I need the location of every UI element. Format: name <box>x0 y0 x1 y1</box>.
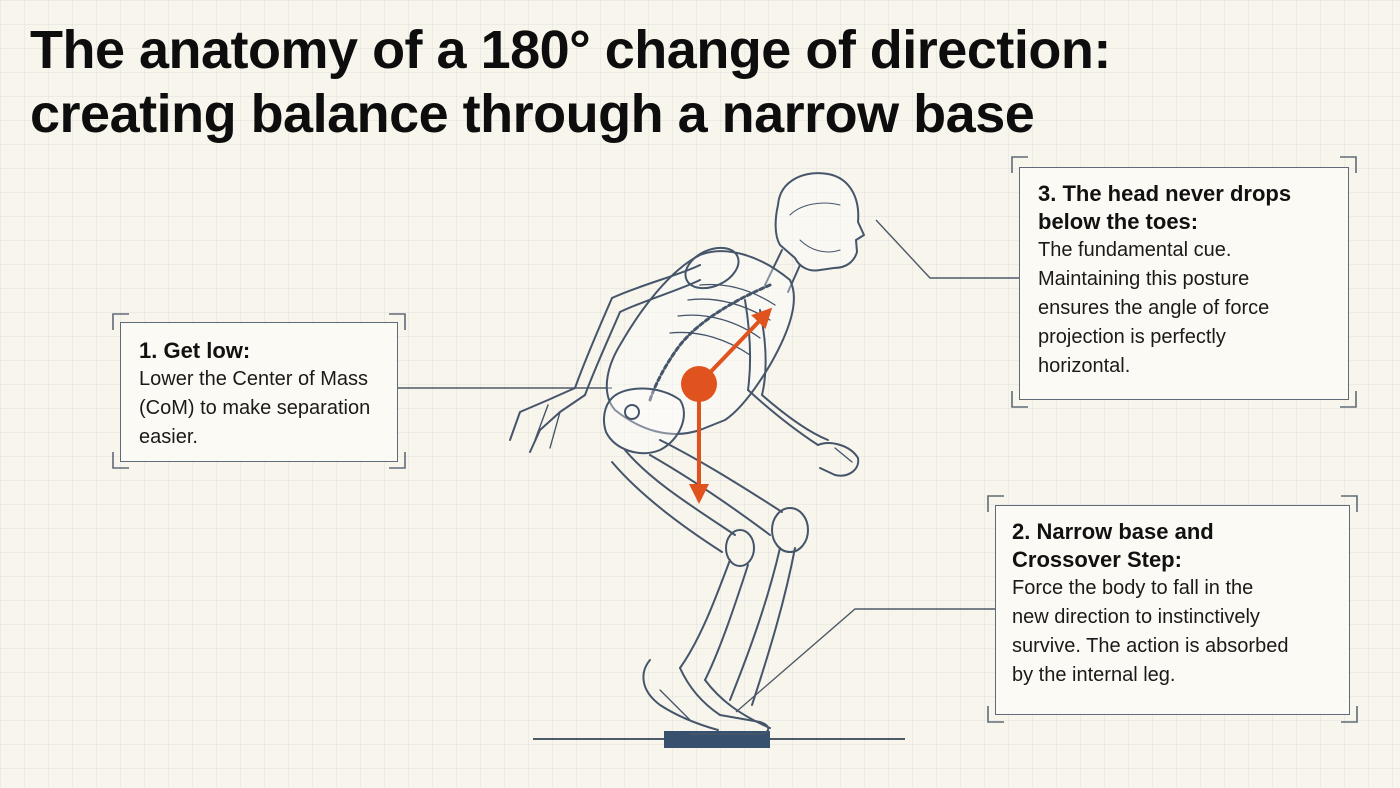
base-plate <box>664 731 770 748</box>
title-line-1: The anatomy of a 180° change of directio… <box>30 20 1111 80</box>
human-skeleton-figure <box>509 172 865 735</box>
callout-1-heading: 1. Get low: <box>139 338 251 363</box>
callout-1-line: Lower the Center of Mass <box>139 368 368 390</box>
callout-get-low: 1. Get low: Lower the Center of Mass (Co… <box>120 322 398 462</box>
leader-line-3 <box>875 219 1019 279</box>
callout-1-line: easier. <box>139 426 198 448</box>
center-of-mass-marker <box>681 366 717 402</box>
callout-1-body: Lower the Center of Mass (CoM) to make s… <box>139 365 379 452</box>
title-line-2: creating balance through a narrow base <box>30 84 1035 144</box>
callout-2-heading-line: Crossover Step: <box>1012 547 1182 572</box>
callout-3-body: The fundamental cue. Maintaining this po… <box>1038 236 1330 381</box>
callout-3-line: Maintaining this posture <box>1038 268 1250 290</box>
callout-3-heading-line: below the toes: <box>1038 209 1199 234</box>
page-title: The anatomy of a 180° change of directio… <box>30 18 1330 146</box>
callout-narrow-base: 2. Narrow base and Crossover Step: Force… <box>995 505 1350 715</box>
callout-head-position: 3. The head never drops below the toes: … <box>1019 167 1349 400</box>
callout-brackets <box>112 156 1358 723</box>
force-vectors <box>681 307 773 504</box>
leader-line-2 <box>735 608 995 713</box>
callout-3-line: horizontal. <box>1038 355 1131 377</box>
callout-3-heading-line: 3. The head never drops <box>1038 181 1292 206</box>
callout-2-heading-line: 2. Narrow base and <box>1012 519 1214 544</box>
callout-2-line: Force the body to fall in the <box>1012 577 1254 599</box>
callout-2-line: new direction to instinctively <box>1012 606 1260 628</box>
callout-3-line: ensures the angle of force <box>1038 297 1270 319</box>
callout-3-heading: 3. The head never drops below the toes: <box>1038 180 1330 236</box>
callout-3-line: The fundamental cue. <box>1038 239 1232 261</box>
callout-2-body: Force the body to fall in the new direct… <box>1012 574 1333 690</box>
callout-2-line: by the internal leg. <box>1012 664 1176 686</box>
callout-3-line: projection is perfectly <box>1038 326 1226 348</box>
callout-2-heading: 2. Narrow base and Crossover Step: <box>1012 518 1333 574</box>
callout-1-line: (CoM) to make separation <box>139 397 371 419</box>
callout-2-line: survive. The action is absorbed <box>1012 635 1289 657</box>
